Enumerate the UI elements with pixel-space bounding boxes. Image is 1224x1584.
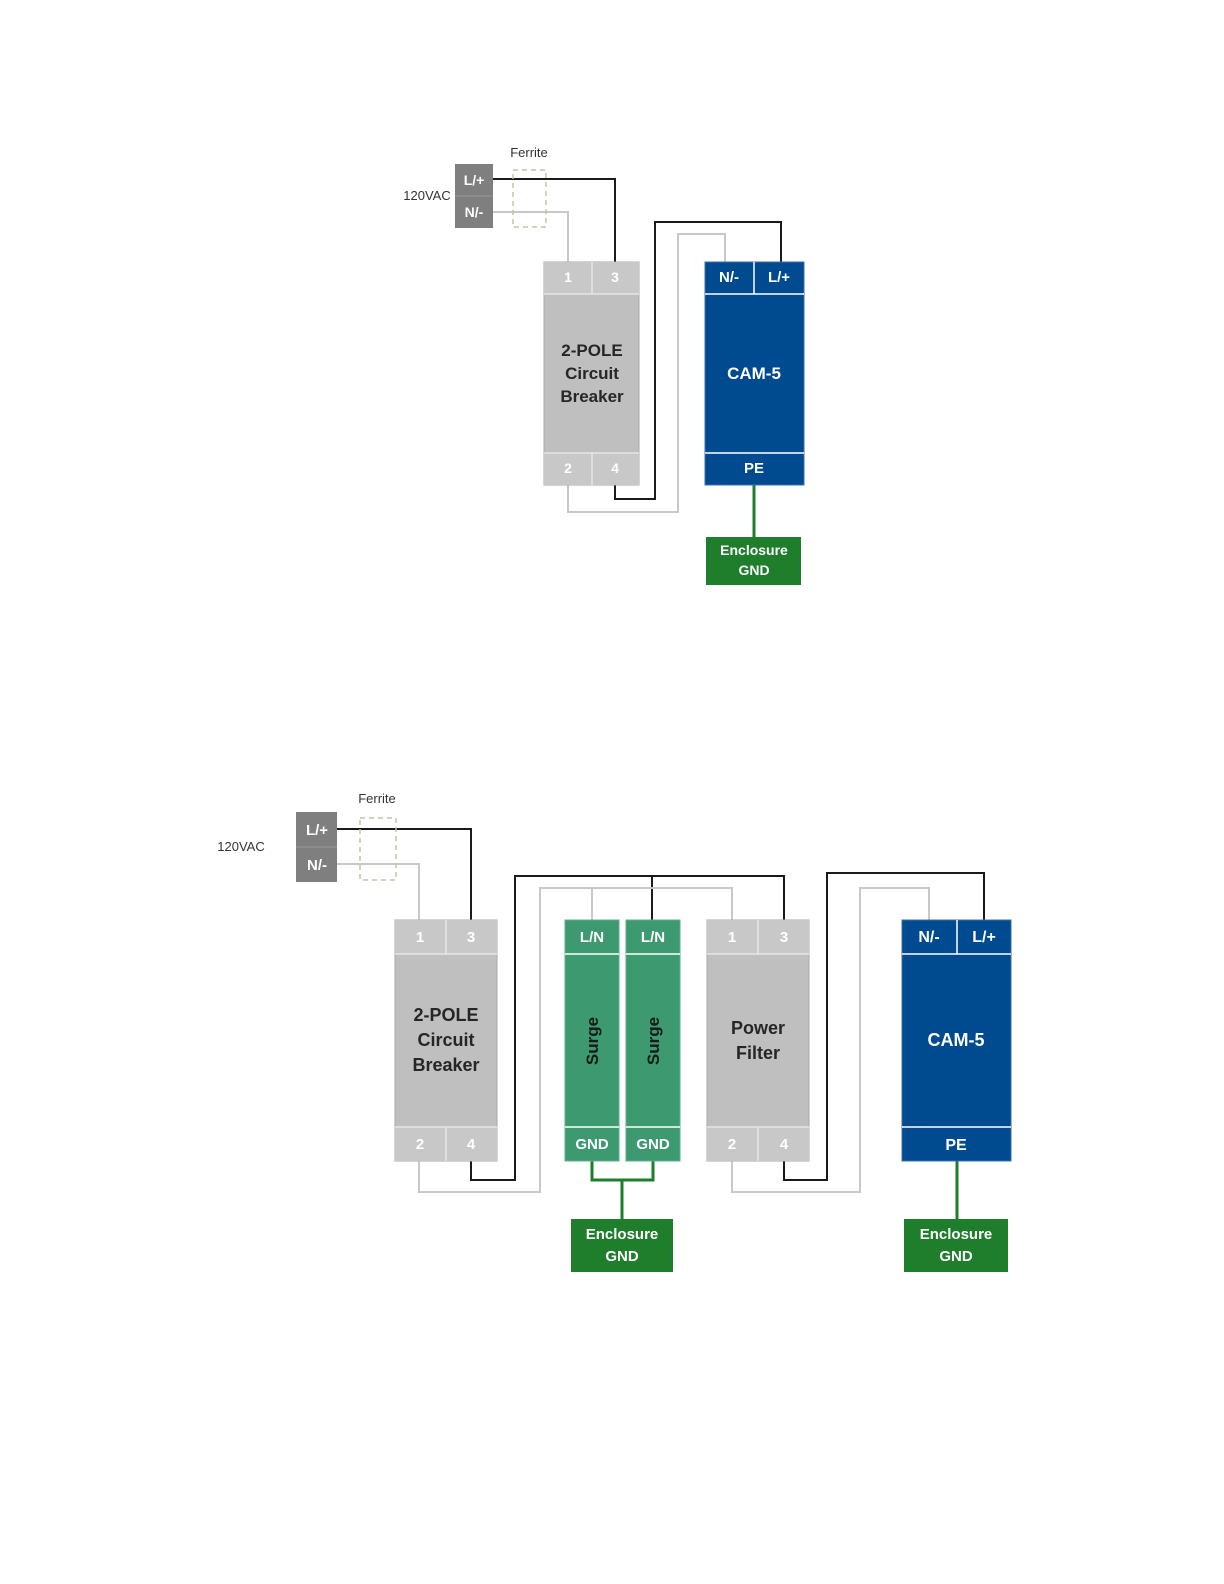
breaker-terminal-2: 2: [416, 1136, 424, 1153]
source-terminal-neutral: N/-: [465, 204, 484, 220]
circuit-breaker: 1 3 2 4 2-POLE Circuit Breaker: [395, 920, 497, 1161]
surge-2-name: Surge: [644, 1017, 663, 1065]
cam-module: N/- L/+ CAM-5 PE: [705, 262, 804, 485]
diagram-2: L/+ N/- 120VAC Ferrite 1 3 2 4 2-POLE Ci…: [217, 791, 1011, 1272]
ferrite-label: Ferrite: [358, 791, 396, 806]
breaker-name-line-3: Breaker: [412, 1055, 479, 1075]
enclosure-ground: Enclosure GND: [706, 537, 801, 585]
cam-terminal-neutral: N/-: [719, 269, 739, 286]
source-terminal-line: L/+: [464, 172, 485, 188]
surge-protector-1: L/N GND Surge: [565, 920, 619, 1161]
breaker-terminal-1: 1: [416, 929, 424, 946]
cam-terminal-line: L/+: [972, 929, 996, 946]
filter-name-line-2: Filter: [736, 1043, 780, 1063]
cam-terminal-pe: PE: [945, 1137, 967, 1154]
filter-terminal-1: 1: [728, 929, 736, 946]
diagram-1: L/+ N/- 120VAC Ferrite 1 3 2 4 2-POLE Ci…: [403, 145, 804, 585]
power-filter: 1 3 2 4 Power Filter: [707, 920, 809, 1161]
wire-neutral-source-to-breaker: [337, 864, 419, 920]
circuit-breaker: 1 3 2 4 2-POLE Circuit Breaker: [544, 262, 639, 485]
filter-terminal-4: 4: [780, 1136, 789, 1153]
surge-protector-2: L/N GND Surge: [626, 920, 680, 1161]
source-voltage-label: 120VAC: [403, 188, 450, 203]
breaker-name-line-1: 2-POLE: [413, 1005, 478, 1025]
ground-2-line-2: GND: [939, 1248, 973, 1265]
breaker-terminal-1: 1: [564, 269, 572, 285]
cam-name: CAM-5: [928, 1030, 985, 1050]
cam-terminal-neutral: N/-: [918, 929, 939, 946]
breaker-terminal-4: 4: [611, 460, 619, 476]
cam-name: CAM-5: [727, 364, 781, 383]
surge-1-name: Surge: [583, 1017, 602, 1065]
ferrite-core: [360, 818, 396, 880]
ground-1-line-2: GND: [605, 1248, 639, 1265]
source-terminal-neutral: N/-: [307, 857, 327, 874]
breaker-terminal-2: 2: [564, 460, 572, 476]
breaker-name-line-2: Circuit: [417, 1030, 474, 1050]
wire-line-source-to-breaker: [337, 829, 471, 920]
wire-line-source-to-breaker: [493, 179, 615, 262]
filter-terminal-3: 3: [780, 929, 788, 946]
cam-terminal-line: L/+: [768, 269, 790, 286]
cam-module: N/- L/+ CAM-5 PE: [902, 920, 1011, 1161]
surge-2-terminal-top: L/N: [641, 929, 665, 946]
enclosure-ground-surge: Enclosure GND: [571, 1219, 673, 1272]
filter-name-line-1: Power: [731, 1018, 785, 1038]
wire-surge-ground: [592, 1161, 653, 1180]
filter-terminal-2: 2: [728, 1136, 736, 1153]
breaker-name-line-1: 2-POLE: [561, 341, 622, 360]
wire-neutral-source-to-breaker: [493, 212, 568, 262]
ground-line-1: Enclosure: [720, 542, 788, 558]
breaker-terminal-3: 3: [467, 929, 475, 946]
ground-2-line-1: Enclosure: [920, 1226, 993, 1243]
breaker-name-line-2: Circuit: [565, 364, 619, 383]
ac-source: L/+ N/-: [296, 812, 337, 882]
ground-1-line-1: Enclosure: [586, 1226, 659, 1243]
surge-1-terminal-top: L/N: [580, 929, 604, 946]
ground-line-2: GND: [738, 562, 769, 578]
breaker-name-line-3: Breaker: [560, 387, 624, 406]
source-voltage-label: 120VAC: [217, 839, 264, 854]
surge-2-terminal-gnd: GND: [636, 1136, 670, 1153]
cam-terminal-pe: PE: [744, 460, 764, 477]
breaker-terminal-3: 3: [611, 269, 619, 285]
source-terminal-line: L/+: [306, 822, 328, 839]
ac-source: L/+ N/-: [455, 164, 493, 228]
surge-1-terminal-gnd: GND: [575, 1136, 609, 1153]
enclosure-ground-cam: Enclosure GND: [904, 1219, 1008, 1272]
breaker-terminal-4: 4: [467, 1136, 476, 1153]
ferrite-label: Ferrite: [510, 145, 548, 160]
